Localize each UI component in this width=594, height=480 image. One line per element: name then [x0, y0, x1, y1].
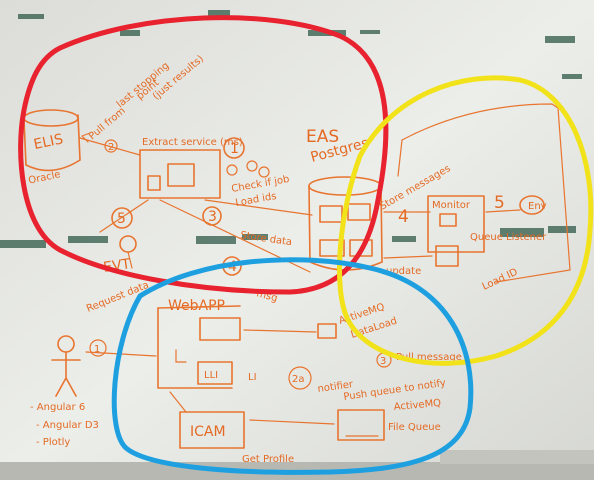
- arrow-extract-eas-2: [204, 199, 313, 216]
- step-5-right: 5: [494, 193, 505, 213]
- elis-database-cylinder: ELIS Oracle: [23, 109, 81, 187]
- env-label: Env: [528, 201, 547, 212]
- file-queue-label: File Queue: [388, 422, 441, 433]
- step-1-circle: [223, 137, 245, 159]
- user-icon: [51, 335, 81, 397]
- arrow-extract-elis: [79, 137, 141, 156]
- red-grouping-circle: [18, 15, 389, 295]
- yellow-grouping-circle: [336, 75, 594, 366]
- stack-item-2: - Angular D3: [36, 420, 99, 431]
- step-1-user: 1: [94, 344, 100, 355]
- stack-item-3: - Plotly: [36, 437, 70, 448]
- stack-item-1: - Angular 6: [30, 402, 85, 413]
- extract-service-label: Extract service (ms): [142, 137, 243, 148]
- step-4-label: 4: [228, 259, 237, 275]
- extract-service-box: Extract service (ms): [139, 137, 243, 199]
- step-5-label: 5: [117, 211, 126, 227]
- icam-box: ICAM: [169, 391, 245, 449]
- arrow-extract-down: [99, 199, 149, 233]
- env-node: [519, 195, 545, 215]
- webapp-label: WebAPP: [168, 298, 225, 314]
- monitor-box: Monitor: [427, 195, 485, 267]
- step-5-circle: [111, 207, 133, 229]
- elis-label: ELIS: [32, 131, 64, 153]
- board-frame: [440, 450, 594, 464]
- pull-message-note: Pull message: [396, 352, 462, 363]
- step-2a-label: 2a: [292, 374, 305, 385]
- monitor-label: Monitor: [432, 200, 471, 211]
- step-4-right: 4: [398, 207, 409, 227]
- mini-box-note: LI: [248, 372, 257, 383]
- eas-label: EAS: [306, 127, 339, 147]
- step-3-lower: 3: [380, 356, 386, 367]
- blue-grouping-circle: [111, 257, 474, 475]
- get-profile-note: Get Profile: [242, 454, 294, 465]
- activemq-small: ActiveMQ: [393, 398, 441, 413]
- monitor-region-outline: [401, 103, 571, 283]
- webapp-inner: LLI: [204, 370, 218, 381]
- step-1-label: 1: [230, 141, 239, 157]
- update-note: update: [386, 266, 421, 277]
- step-3-circle: [202, 206, 222, 226]
- file-queue-box: File Queue: [249, 409, 441, 441]
- notify-note: notifier: [317, 379, 355, 395]
- webapp-box: WebAPP LLI: [157, 298, 241, 389]
- queue-note: Queue Listener: [470, 232, 547, 243]
- step-2-top: 2: [108, 142, 114, 153]
- icam-label: ICAM: [190, 424, 226, 440]
- step-3-label: 3: [208, 209, 217, 225]
